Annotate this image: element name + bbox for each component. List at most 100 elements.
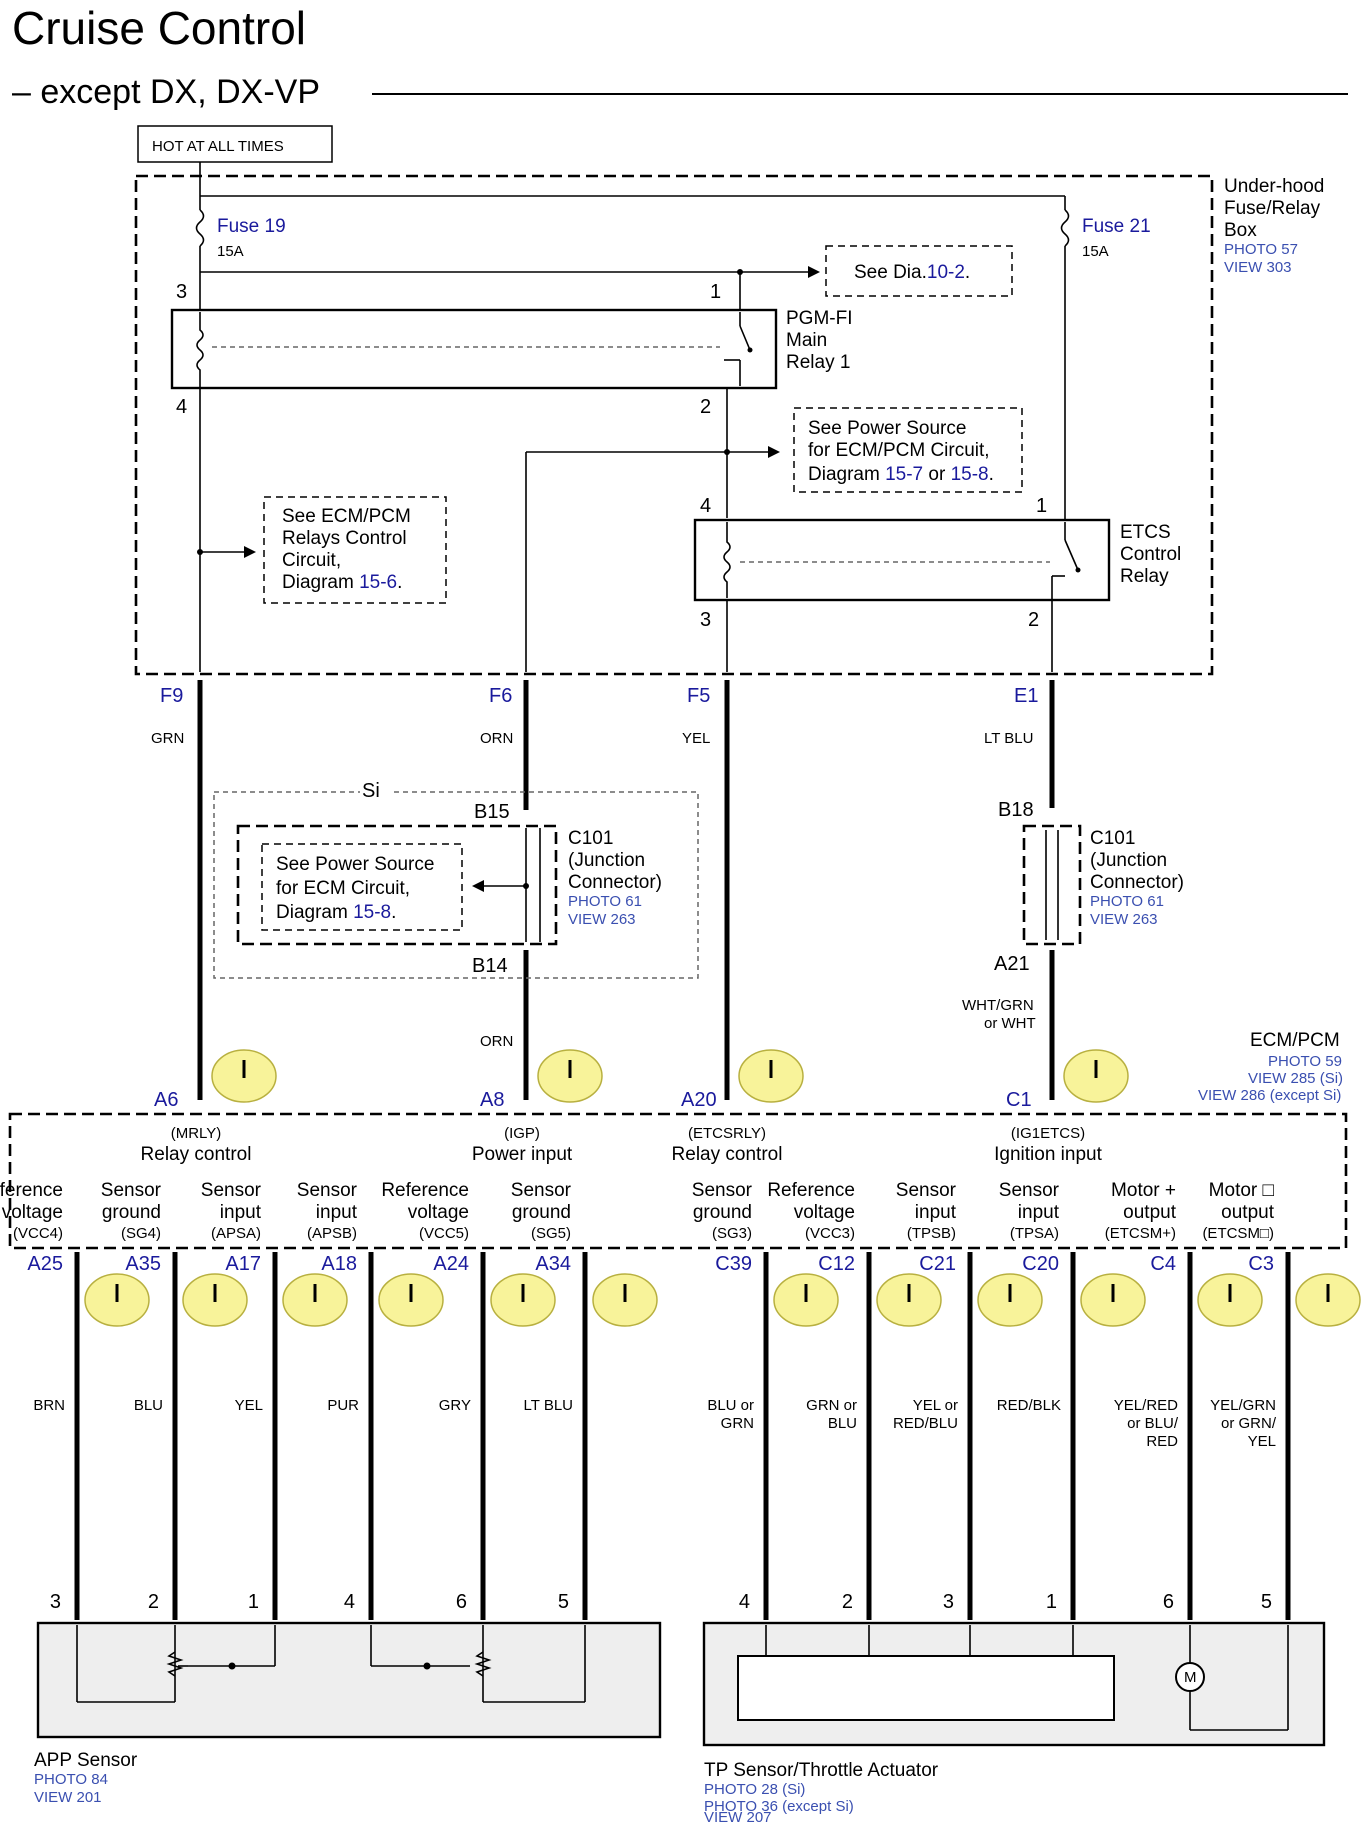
ecm-label-a8: Power input <box>472 1144 573 1165</box>
relays-note-ref[interactable]: 15-6 <box>359 572 397 593</box>
relays-note-line1: See ECM/PCM <box>282 506 411 527</box>
wire-color-orn: ORN <box>480 730 513 747</box>
fuse21-name: Fuse 21 <box>1082 216 1151 237</box>
ecm-code-a17: (APSA) <box>211 1225 261 1242</box>
etcs-relay-pin-2: 2 <box>1028 609 1039 631</box>
ecm-pin-a35: A35 <box>125 1253 161 1275</box>
ecm-power-suffix: . <box>391 902 396 923</box>
ecm-code-a20: (ETCSRLY) <box>688 1125 766 1142</box>
ecm-ref-1: PHOTO 59 <box>1268 1053 1342 1070</box>
etcs-relay-name-2: Control <box>1120 544 1181 565</box>
etcs-control-relay <box>693 518 1111 602</box>
app-sensor-pot-a-icon <box>166 1651 184 1677</box>
si-label: Si <box>362 780 380 802</box>
arrow-to-relays-note-icon <box>244 546 256 558</box>
page-subtitle: – except DX, DX-VP <box>12 73 320 111</box>
wire-color-orn-lower: ORN <box>480 1033 513 1050</box>
si-variant-box <box>213 791 699 979</box>
fuse-box-photo: PHOTO 57 <box>1224 241 1298 258</box>
wire-color-a35-1: BLU <box>134 1397 163 1414</box>
relays-note-suffix: . <box>397 572 402 593</box>
main-relay-pin-2: 2 <box>700 396 711 418</box>
c101-right-name-3: Connector) <box>1090 872 1184 893</box>
pgm-fi-main-relay <box>170 308 778 390</box>
ecm-pin-c21: C21 <box>919 1253 956 1275</box>
fuse-box-pin-e1: E1 <box>1014 685 1038 707</box>
ecm-pin-a34: A34 <box>535 1253 571 1275</box>
ecm-label-c20-2: input <box>1018 1202 1060 1223</box>
wire-color-c3-1: YEL/GRN <box>1210 1397 1276 1414</box>
ecm-label-c12-2: voltage <box>794 1202 855 1223</box>
ecm-label-c21-2: input <box>915 1202 957 1223</box>
svg-text:Diagram 15-8.: Diagram 15-8. <box>276 902 396 923</box>
ecm-power-source-note <box>261 843 463 931</box>
power-source-line3: Diagram <box>808 464 885 485</box>
see-dia-ref[interactable]: 10-2 <box>927 262 965 283</box>
wire-color-wht-grn-2: or WHT <box>984 1015 1036 1032</box>
wire-color-c21-1: YEL or <box>913 1397 958 1414</box>
wire-color-wht-grn-1: WHT/GRN <box>962 997 1034 1014</box>
power-source-ref2[interactable]: 15-8 <box>951 464 989 485</box>
main-relay-name-2: Main <box>786 330 827 351</box>
etcs-relay-coil-icon <box>723 522 731 598</box>
sensor-pin-a18: 4 <box>344 1591 355 1613</box>
ecm-ref-2: VIEW 285 (Si) <box>1248 1070 1343 1087</box>
ecm-pin-a6: A6 <box>154 1089 178 1111</box>
ecm-pin-c3: C3 <box>1248 1253 1274 1275</box>
ecm-pin-a18: A18 <box>321 1253 357 1275</box>
c101-left-name-1: C101 <box>568 828 613 849</box>
etcs-relay-switch-icon <box>1064 539 1079 571</box>
sensor-pin-a35: 2 <box>148 1591 159 1613</box>
ecm-power-ref[interactable]: 15-8 <box>353 902 391 923</box>
svg-text:Diagram 15-7 or 15-8.: Diagram 15-7 or 15-8. <box>808 464 994 485</box>
power-source-line1: See Power Source <box>808 418 966 439</box>
ecm-code-c4: (ETCSM+) <box>1105 1225 1176 1242</box>
ecm-label-a18-1: Sensor <box>297 1180 358 1201</box>
wire-color-c4-2: or BLU/ <box>1127 1415 1179 1432</box>
ecm-label-a34-1: Sensor <box>511 1180 572 1201</box>
see-dia-prefix: See Dia. <box>854 262 927 283</box>
ecm-pin-c1: C1 <box>1006 1089 1032 1111</box>
relays-note-line3: Circuit, <box>282 550 341 571</box>
sensor-pin-c20: 1 <box>1046 1591 1057 1613</box>
ecm-pin-c20: C20 <box>1022 1253 1059 1275</box>
sensor-pin-c3: 5 <box>1261 1591 1272 1613</box>
main-relay-coil-icon <box>196 312 204 388</box>
ecm-label-a18-2: input <box>316 1202 358 1223</box>
ecm-label-c1: Ignition input <box>994 1144 1102 1165</box>
wire-color-c39-1: BLU or <box>707 1397 754 1414</box>
ecm-code-c21: (TPSB) <box>907 1225 956 1242</box>
etcs-relay-name-1: ETCS <box>1120 522 1171 543</box>
ecm-code-a34: (SG5) <box>531 1225 571 1242</box>
c101-left-connector <box>236 824 558 946</box>
app-sensor-name: APP Sensor <box>34 1750 138 1771</box>
wire-color-yel: YEL <box>682 730 710 747</box>
tp-sensor-photo-except-si: PHOTO 36 (except Si) <box>704 1798 854 1815</box>
ecm-label-a34-2: ground <box>512 1202 571 1223</box>
power-source-ref1[interactable]: 15-7 <box>885 464 923 485</box>
c101-right-name-1: C101 <box>1090 828 1135 849</box>
etcs-relay-pin-3: 3 <box>700 609 711 631</box>
c101-left-name-3: Connector) <box>568 872 662 893</box>
app-sensor-photo: PHOTO 84 <box>34 1771 108 1788</box>
wire-color-c21-2: RED/BLU <box>893 1415 958 1432</box>
ecm-code-c20: (TPSA) <box>1010 1225 1059 1242</box>
ecm-label-c39-1: Sensor <box>692 1180 753 1201</box>
ecm-ref-3: VIEW 286 (except Si) <box>1198 1087 1341 1104</box>
ecm-power-line1: See Power Source <box>276 854 434 875</box>
ecm-code-c3: (ETCSM□) <box>1202 1225 1274 1242</box>
power-source-or: or <box>923 464 950 485</box>
ecm-code-a18: (APSB) <box>307 1225 357 1242</box>
sensor-pin-a17: 1 <box>248 1591 259 1613</box>
see-dia-suffix: . <box>965 262 970 283</box>
ecm-label-a25-1: Reference <box>0 1180 63 1201</box>
relays-note-line2: Relays Control <box>282 528 407 549</box>
c101-right-pin-a21: A21 <box>994 953 1030 975</box>
ecm-label-a24-1: Reference <box>381 1180 469 1201</box>
motor-symbol: M <box>1184 1669 1197 1686</box>
fuse19-name: Fuse 19 <box>217 216 286 237</box>
ecm-label-c3-2: output <box>1221 1202 1275 1223</box>
sensor-pin-a24: 6 <box>456 1591 467 1613</box>
fuse21-icon <box>1060 209 1070 247</box>
